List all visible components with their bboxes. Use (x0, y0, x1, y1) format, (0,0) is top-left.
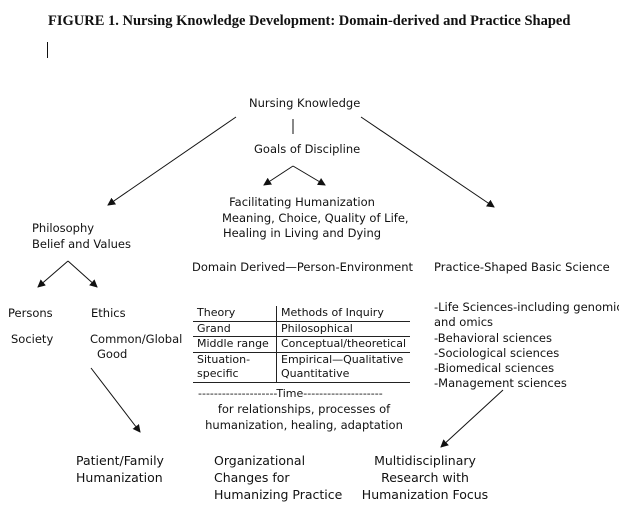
domain-derived-label: Domain Derived—Person-Environment (192, 260, 414, 274)
science-item: -Sociological sciences (434, 346, 560, 360)
persons-label: Persons (8, 306, 53, 320)
table-header-theory: Theory (193, 306, 277, 322)
table-cell: Philosophical (276, 321, 411, 337)
arrow-to-multidisciplinary (440, 389, 504, 448)
table-row: specific Quantitative (193, 367, 411, 383)
time-line: --------------------Time----------------… (198, 387, 383, 400)
arrow-to-ethics (67, 260, 98, 288)
practice-shaped-label: Practice-Shaped Basic Science (434, 260, 610, 274)
goals-detail-line-3: Healing in Living and Dying (222, 226, 382, 240)
arrow-goals-left (263, 165, 294, 186)
goals-detail-line-1: Facilitating Humanization (229, 195, 375, 209)
science-item: -Management sciences (434, 376, 567, 390)
goals-node: Goals of Discipline (254, 142, 361, 156)
arrow-to-persons (37, 260, 69, 288)
time-detail-line-1: for relationships, processes of (217, 402, 391, 416)
goals-detail-line-2: Meaning, Choice, Quality of Life, (222, 211, 409, 225)
table-cell: Grand (193, 321, 277, 337)
common-good-line-1: Common/Global (90, 332, 183, 346)
outcome-org-line-2: Changes for (214, 470, 290, 485)
outcome-org-line-3: Humanizing Practice (214, 487, 343, 502)
outcome-patient-line-1: Patient/Family (76, 453, 164, 468)
arrow-to-patient-family (90, 367, 141, 433)
table-cell: Quantitative (276, 367, 411, 383)
arrow-to-practice-science (360, 116, 495, 208)
science-item: -Biomedical sciences (434, 361, 555, 375)
philosophy-label: Philosophy (32, 221, 95, 235)
common-good-line-2: Good (97, 347, 128, 361)
table-header-methods: Methods of Inquiry (276, 306, 411, 322)
theory-methods-table: Theory Methods of Inquiry Grand Philosop… (193, 306, 411, 383)
arrow-to-philosophy (107, 116, 237, 206)
table-cell: specific (193, 367, 277, 383)
outcome-patient-line-2: Humanization (76, 470, 163, 485)
science-item: -Behavioral sciences (434, 331, 552, 345)
science-item: and omics (434, 315, 494, 329)
figure-title: FIGURE 1. Nursing Knowledge Development:… (48, 13, 571, 29)
time-detail-line-2: humanization, healing, adaptation (205, 418, 403, 432)
text-cursor (47, 42, 48, 58)
outcome-org-line-1: Organizational (214, 453, 306, 468)
table-cell: Empirical—Qualitative (281, 352, 404, 366)
society-label: Society (11, 332, 54, 346)
ethics-label: Ethics (91, 306, 126, 320)
table-header-row: Theory Methods of Inquiry (193, 306, 411, 322)
table-cell: Middle range (193, 336, 277, 353)
table-row: Grand Philosophical (193, 321, 411, 337)
table-row: Situation- Empirical—Qualitative (193, 352, 410, 367)
table-row: Middle range Conceptual/theoretical (193, 336, 411, 353)
science-item: -Life Sciences-including genomics (434, 300, 619, 314)
nursing-knowledge-node: Nursing Knowledge (249, 96, 361, 110)
arrow-goals-right (292, 165, 326, 186)
table-cell: Situation- (193, 352, 277, 367)
outcome-multi-line-1: Multidisciplinary (374, 453, 476, 468)
outcome-multi-line-3: Humanization Focus (361, 487, 489, 502)
outcome-multi-line-2: Research with (381, 470, 469, 485)
table-cell: Conceptual/theoretical (276, 336, 411, 353)
beliefs-values-label: Belief and Values (32, 237, 131, 251)
